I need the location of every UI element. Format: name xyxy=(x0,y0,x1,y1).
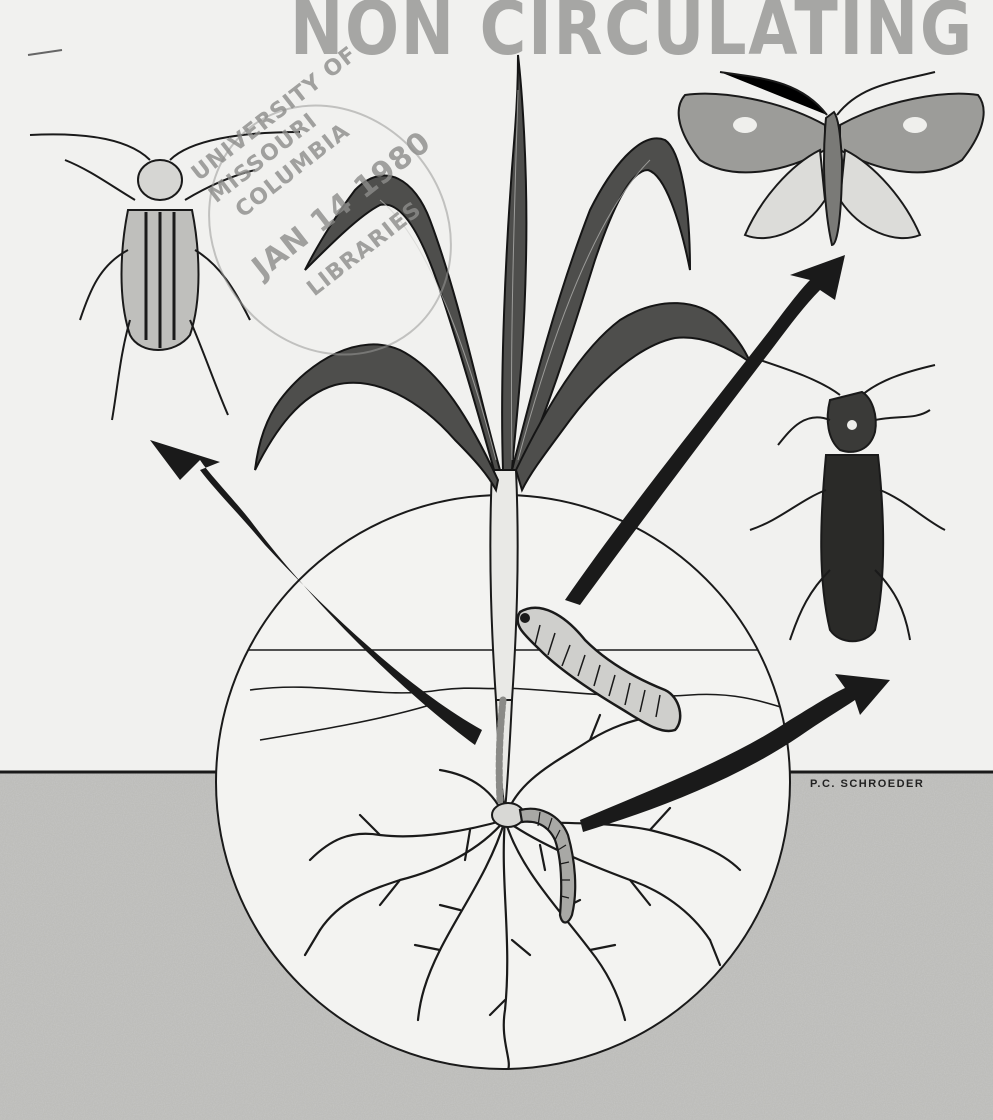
artist-signature: P.C. SCHROEDER xyxy=(810,778,924,790)
non-circulating-stamp: NON CIRCULATING xyxy=(290,0,974,72)
